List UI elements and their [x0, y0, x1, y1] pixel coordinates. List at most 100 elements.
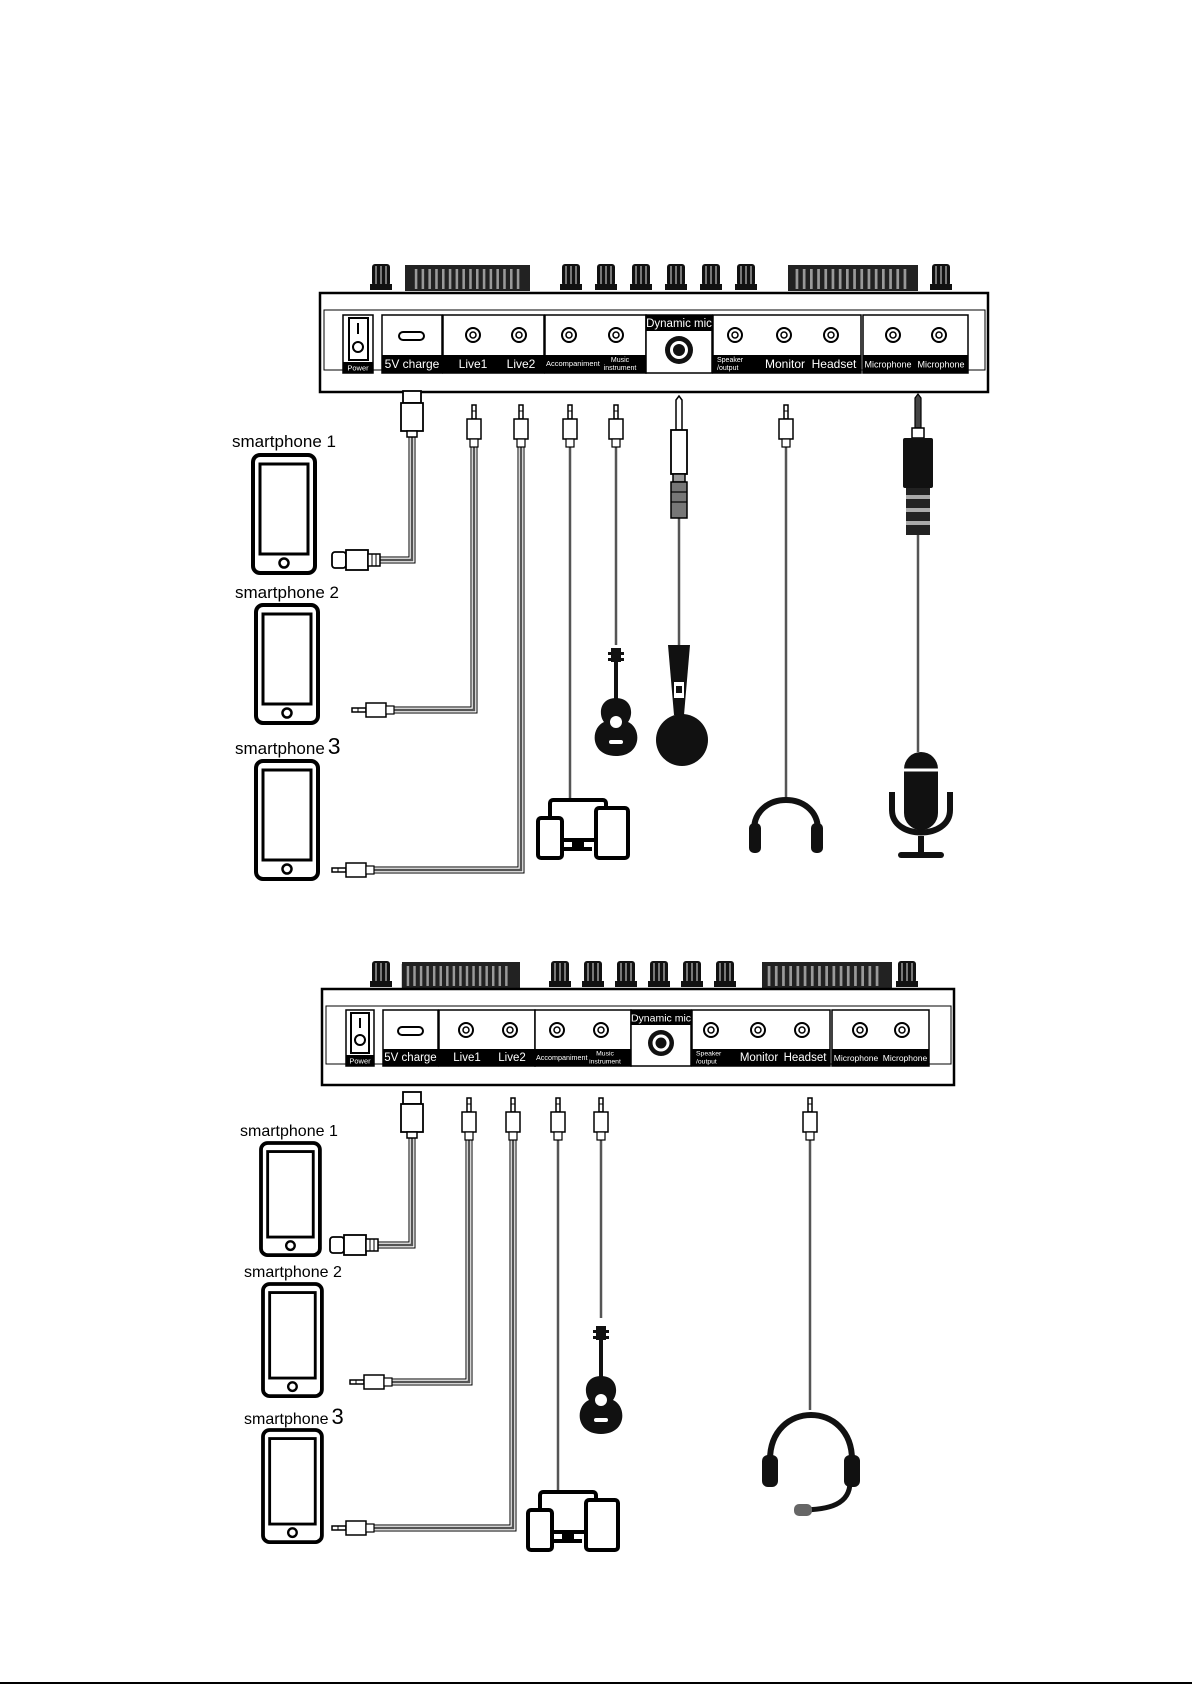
aux-plug-icon: [461, 1097, 477, 1141]
studio-mic-icon: [889, 752, 953, 858]
charge-label: 5V charge: [384, 1052, 436, 1064]
accompaniment-label: Accompaniment: [546, 359, 601, 368]
usb-c-plug-icon: [400, 1091, 424, 1139]
music-label-2: instrument: [604, 365, 637, 372]
monitor-jack[interactable]: [750, 1022, 766, 1038]
monitor-label: Monitor: [765, 357, 805, 371]
dynamic-mic-label: Dynamic mic: [631, 1013, 691, 1025]
smartphone-icon: [254, 603, 320, 725]
live-ports: Live1 Live2: [442, 314, 545, 374]
speaker-jack[interactable]: [703, 1022, 719, 1038]
aux-plug-icon: [349, 1374, 393, 1390]
music-instrument-jack[interactable]: [593, 1022, 609, 1038]
aux-plug-icon: [513, 404, 529, 448]
accompaniment-jack[interactable]: [549, 1022, 565, 1038]
speaker-label-2: /output: [717, 365, 738, 372]
handheld-mic-icon: [656, 645, 708, 766]
power-label: Power: [349, 1057, 371, 1066]
usb-c-plug-icon: [331, 549, 381, 571]
cable-outlines: [374, 1138, 517, 1532]
monitor-jack[interactable]: [776, 327, 792, 343]
usb-c-plug-icon: [329, 1234, 379, 1256]
microphone-ports: Microphone Microphone: [831, 1009, 930, 1067]
accompaniment-ports: Accompaniment Music instrument: [534, 1009, 632, 1067]
guitar-icon: [579, 1326, 623, 1434]
live1-jack[interactable]: [465, 327, 481, 343]
aux-plug-icon: [903, 393, 933, 535]
power-switch[interactable]: Power: [342, 314, 374, 374]
headset-icon: [762, 1412, 860, 1516]
dynamic-mic-port[interactable]: Dynamic mic: [645, 314, 713, 374]
speaker-label-1: Speaker: [717, 357, 744, 364]
power-label: Power: [347, 364, 369, 373]
accompaniment-label: Accompaniment: [536, 1053, 588, 1062]
smartphone-icon: [259, 1141, 322, 1257]
accompaniment-jack[interactable]: [561, 327, 577, 343]
microphone1-label: Microphone: [834, 1053, 879, 1063]
dynamic-mic-port[interactable]: Dynamic mic: [630, 1009, 692, 1067]
smartphone1-label: smartphone 1: [240, 1123, 338, 1140]
cable-outlines: [374, 437, 525, 874]
speaker-jack[interactable]: [727, 327, 743, 343]
smartphone1-label: smartphone 1: [232, 432, 336, 451]
cables: [374, 1138, 812, 1530]
devices-icon: [536, 798, 630, 860]
headset-jack[interactable]: [823, 327, 839, 343]
power-switch[interactable]: Power: [345, 1009, 375, 1067]
microphone1-jack[interactable]: [885, 327, 901, 343]
quarter-inch-plug-icon: [670, 394, 688, 519]
smartphone-icon: [261, 1282, 324, 1398]
usb-c-port[interactable]: 5V charge: [381, 314, 443, 374]
speaker-label-1: Speaker: [696, 1051, 722, 1058]
music-label-1: Music: [611, 357, 630, 364]
aux-plug-icon: [802, 1097, 818, 1141]
accompaniment-ports: Accompaniment Music instrument: [544, 314, 647, 374]
aux-plug-icon: [778, 404, 794, 448]
diagram-2: Power 5V charge Live1 Live2 Accompanimen…: [240, 961, 956, 1552]
live2-jack[interactable]: [511, 327, 527, 343]
live1-jack[interactable]: [458, 1022, 474, 1038]
aux-plug-icon: [562, 404, 578, 448]
smartphone-icon: [261, 1428, 324, 1544]
aux-plug-icon: [331, 1520, 375, 1536]
charge-label: 5V charge: [385, 357, 440, 371]
speaker-label-2: /output: [696, 1059, 717, 1066]
smartphone-icon: [251, 453, 317, 575]
music-instrument-jack[interactable]: [608, 327, 624, 343]
microphone2-jack[interactable]: [931, 327, 947, 343]
microphone2-label: Microphone: [917, 360, 964, 370]
usb-c-port[interactable]: 5V charge: [382, 1009, 439, 1067]
usb-c-plug-icon: [400, 390, 424, 438]
aux-plug-icon: [351, 702, 395, 718]
headset-jack[interactable]: [794, 1022, 810, 1038]
guitar-icon: [594, 648, 638, 756]
smartphone-icon: [254, 759, 320, 881]
live1-label: Live1: [459, 357, 488, 371]
aux-plug-icon: [593, 1097, 609, 1141]
live1-label: Live1: [453, 1052, 481, 1064]
live2-label: Live2: [507, 357, 536, 371]
music-label-1: Music: [596, 1051, 614, 1058]
aux-plug-icon: [608, 404, 624, 448]
headset-label: Headset: [784, 1052, 828, 1064]
mixer-top-controls: [370, 961, 918, 988]
live2-jack[interactable]: [502, 1022, 518, 1038]
aux-plug-icon: [550, 1097, 566, 1141]
aux-plug-icon: [331, 862, 375, 878]
live-ports: Live1 Live2: [438, 1009, 536, 1067]
cables: [374, 437, 920, 872]
devices-icon: [526, 1490, 620, 1552]
smartphone2-label: smartphone 2: [235, 583, 339, 602]
aux-plug-icon: [466, 404, 482, 448]
aux-plug-icon: [505, 1097, 521, 1141]
diagram-1: Power 5V charge Live1 Live2 Accompanimen…: [232, 264, 990, 881]
headphones-icon: [749, 797, 823, 853]
headset-label: Headset: [812, 357, 857, 371]
microphone2-jack[interactable]: [894, 1022, 910, 1038]
output-ports: Speaker /output Monitor Headset: [712, 314, 862, 374]
microphone1-label: Microphone: [864, 360, 911, 370]
microphone1-jack[interactable]: [852, 1022, 868, 1038]
